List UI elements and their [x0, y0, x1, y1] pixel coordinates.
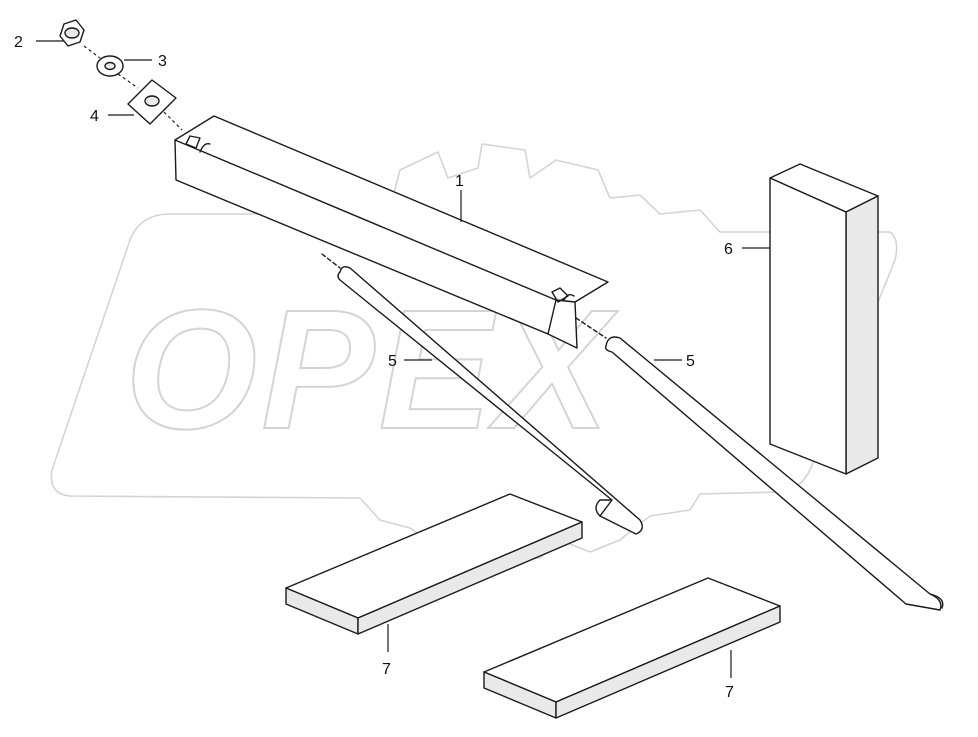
callout-7-lower: 7 [725, 684, 734, 701]
part-7-pad-lower [483, 577, 781, 719]
part-6-rubber-block [769, 163, 879, 475]
callout-2: 2 [14, 34, 23, 51]
callout-7-upper: 7 [382, 661, 391, 678]
callout-6: 6 [724, 241, 733, 258]
part-5-rod-left [321, 253, 643, 535]
part-5-rod-right [575, 317, 944, 611]
part-3-lock-washer [96, 55, 124, 77]
part-4-square-washer [127, 79, 177, 125]
part-2-hex-nut [59, 19, 85, 47]
callout-3: 3 [158, 53, 167, 70]
part-1-angle-bracket [174, 115, 609, 349]
callout-1: 1 [455, 173, 464, 190]
part-7-pad-upper [285, 493, 583, 635]
callout-5-left: 5 [388, 353, 397, 370]
callout-4: 4 [90, 108, 99, 125]
callout-5-right: 5 [686, 353, 695, 370]
watermark-gear-icon [50, 143, 898, 561]
